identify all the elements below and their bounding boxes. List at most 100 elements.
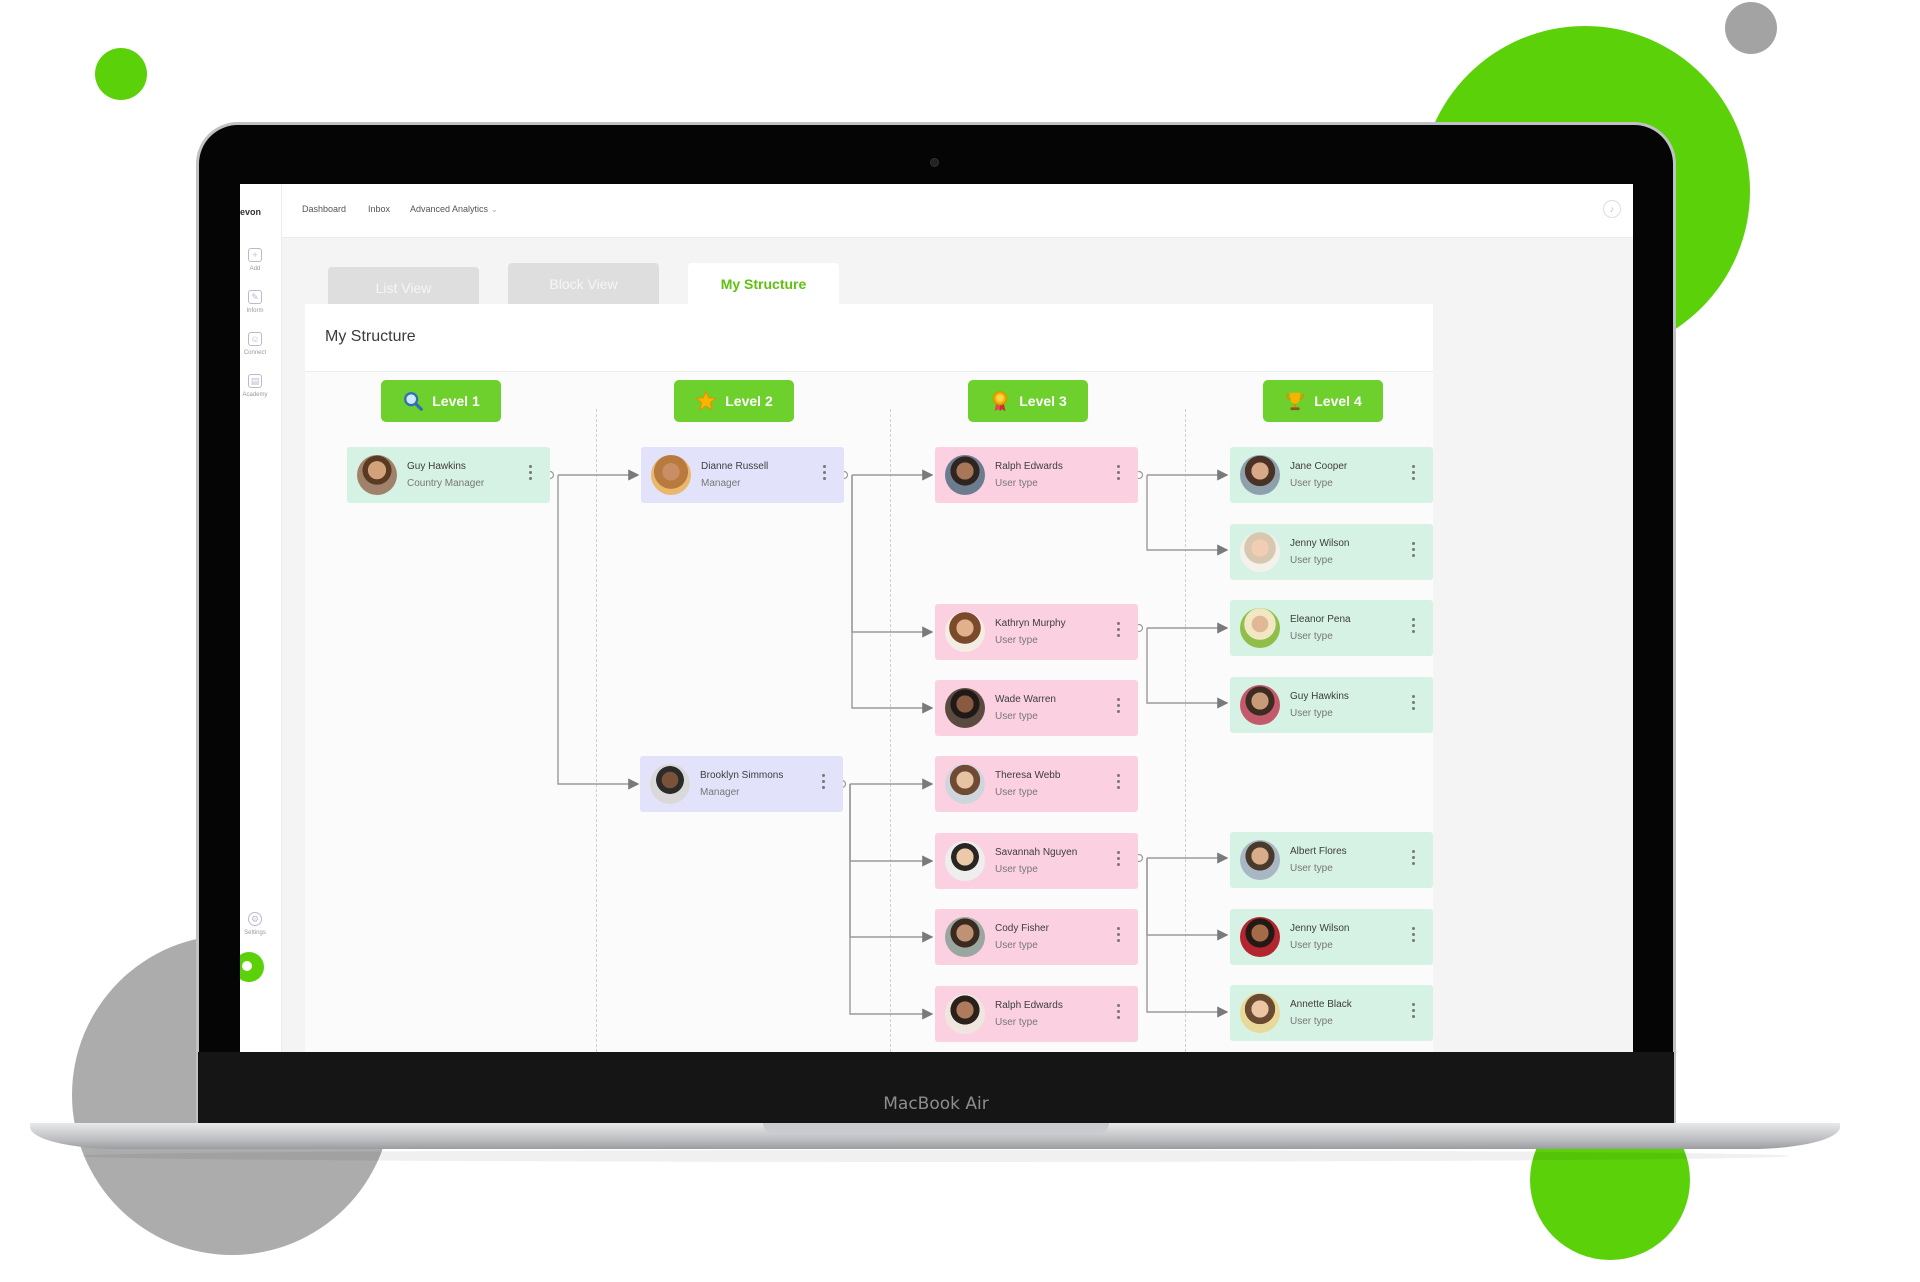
avatar: [945, 455, 985, 495]
person-card[interactable]: Wade Warren User type: [935, 680, 1138, 736]
sidebar-item-connect[interactable]: ☺ Connect: [240, 332, 270, 356]
nav-dashboard[interactable]: Dashboard: [302, 204, 347, 214]
column-divider: [1185, 409, 1186, 1052]
more-options-icon[interactable]: [1117, 851, 1121, 871]
avatar: [1240, 532, 1280, 572]
tab-block-view[interactable]: Block View: [508, 263, 659, 305]
more-options-icon[interactable]: [1117, 927, 1121, 947]
sidebar-item-label: Connect: [243, 350, 267, 356]
person-role: User type: [995, 635, 1038, 646]
column-divider: [890, 409, 891, 1052]
avatar: [945, 994, 985, 1034]
person-role: User type: [995, 787, 1038, 798]
magnifier-icon: [404, 392, 424, 411]
person-role: User type: [995, 711, 1038, 722]
level-1-badge: Level 1: [381, 380, 501, 422]
more-options-icon[interactable]: [1412, 542, 1416, 562]
more-options-icon[interactable]: [1117, 774, 1121, 794]
person-name: Jenny Wilson: [1290, 538, 1350, 549]
person-name: Albert Flores: [1290, 846, 1347, 857]
laptop-notch: [763, 1123, 1109, 1134]
person-name: Theresa Webb: [995, 770, 1061, 781]
person-name: Cody Fisher: [995, 923, 1049, 934]
page-title: My Structure: [325, 328, 416, 345]
app-logo[interactable]: evon: [240, 207, 262, 217]
avatar: [651, 455, 691, 495]
sidebar-item-academy[interactable]: ▤ Academy: [240, 374, 270, 398]
decor-circle-gray-small: [1725, 2, 1777, 54]
person-card[interactable]: Jenny Wilson User type: [1230, 524, 1433, 580]
more-options-icon[interactable]: [1412, 850, 1416, 870]
avatar: [1240, 917, 1280, 957]
sidebar-item-add[interactable]: + Add: [240, 248, 270, 272]
person-card[interactable]: Jane Cooper User type: [1230, 447, 1433, 503]
sidebar-item-settings[interactable]: ⚙ Settings: [240, 912, 270, 936]
nav-advanced-analytics[interactable]: Advanced Analytics⌄: [410, 204, 498, 214]
more-options-icon[interactable]: [1117, 622, 1121, 642]
avatar: [1240, 993, 1280, 1033]
person-card[interactable]: Eleanor Pena User type: [1230, 600, 1433, 656]
person-card[interactable]: Savannah Nguyen User type: [935, 833, 1138, 889]
sidebar: evon + Add ✎ Inform ☺ Connect ▤ Academy …: [240, 184, 282, 1052]
person-card[interactable]: Guy Hawkins User type: [1230, 677, 1433, 733]
more-options-icon[interactable]: [1412, 927, 1416, 947]
person-name: Annette Black: [1290, 999, 1352, 1010]
chat-button[interactable]: [240, 952, 264, 982]
person-card[interactable]: Kathryn Murphy User type: [935, 604, 1138, 660]
person-role: User type: [995, 1017, 1038, 1028]
person-name: Guy Hawkins: [1290, 691, 1349, 702]
person-card[interactable]: Jenny Wilson User type: [1230, 909, 1433, 965]
book-icon: ▤: [248, 374, 262, 388]
plus-icon: +: [248, 248, 262, 262]
level-4-badge: Level 4: [1263, 380, 1383, 422]
more-options-icon[interactable]: [1412, 695, 1416, 715]
tab-list-view[interactable]: List View: [328, 267, 479, 309]
edit-icon: ✎: [248, 290, 262, 304]
more-options-icon[interactable]: [822, 774, 826, 794]
person-name: Dianne Russell: [701, 461, 769, 472]
top-navbar: Dashboard Inbox Advanced Analytics⌄ ♪: [282, 184, 1633, 238]
person-card[interactable]: Dianne Russell Manager: [641, 447, 844, 503]
person-role: Country Manager: [407, 478, 485, 489]
more-options-icon[interactable]: [529, 465, 533, 485]
nav-inbox[interactable]: Inbox: [368, 204, 391, 214]
more-options-icon[interactable]: [1412, 465, 1416, 485]
person-card[interactable]: Guy Hawkins Country Manager: [347, 447, 550, 503]
person-name: Ralph Edwards: [995, 1000, 1063, 1011]
bell-icon[interactable]: ♪: [1603, 200, 1621, 218]
person-name: Eleanor Pena: [1290, 614, 1351, 625]
person-name: Savannah Nguyen: [995, 847, 1078, 858]
person-role: User type: [1290, 863, 1333, 874]
person-card[interactable]: Cody Fisher User type: [935, 909, 1138, 965]
star-icon: [695, 390, 718, 411]
sidebar-item-label: Academy: [242, 392, 268, 398]
laptop-bezel: [198, 1052, 1674, 1124]
level-label: Level 4: [1314, 393, 1362, 409]
person-name: Wade Warren: [995, 694, 1056, 705]
more-options-icon[interactable]: [1412, 1003, 1416, 1023]
avatar: [650, 764, 690, 804]
more-options-icon[interactable]: [1412, 618, 1416, 638]
medal-icon: [993, 391, 1008, 412]
tab-my-structure[interactable]: My Structure: [688, 263, 839, 305]
more-options-icon[interactable]: [823, 465, 827, 485]
person-name: Brooklyn Simmons: [700, 770, 784, 781]
person-card[interactable]: Albert Flores User type: [1230, 832, 1433, 888]
person-card[interactable]: Theresa Webb User type: [935, 756, 1138, 812]
sidebar-item-inform[interactable]: ✎ Inform: [240, 290, 270, 314]
person-role: User type: [1290, 478, 1333, 489]
person-card[interactable]: Ralph Edwards User type: [935, 447, 1138, 503]
person-role: User type: [995, 864, 1038, 875]
more-options-icon[interactable]: [1117, 1004, 1121, 1024]
avatar: [945, 917, 985, 957]
person-card[interactable]: Ralph Edwards User type: [935, 986, 1138, 1042]
more-options-icon[interactable]: [1117, 465, 1121, 485]
person-card[interactable]: Brooklyn Simmons Manager: [640, 756, 843, 812]
person-role: User type: [995, 940, 1038, 951]
person-role: Manager: [700, 787, 740, 798]
more-options-icon[interactable]: [1117, 698, 1121, 718]
avatar: [1240, 840, 1280, 880]
person-card[interactable]: Annette Black User type: [1230, 985, 1433, 1041]
person-name: Jane Cooper: [1290, 461, 1348, 472]
laptop-shadow: [80, 1150, 1790, 1162]
